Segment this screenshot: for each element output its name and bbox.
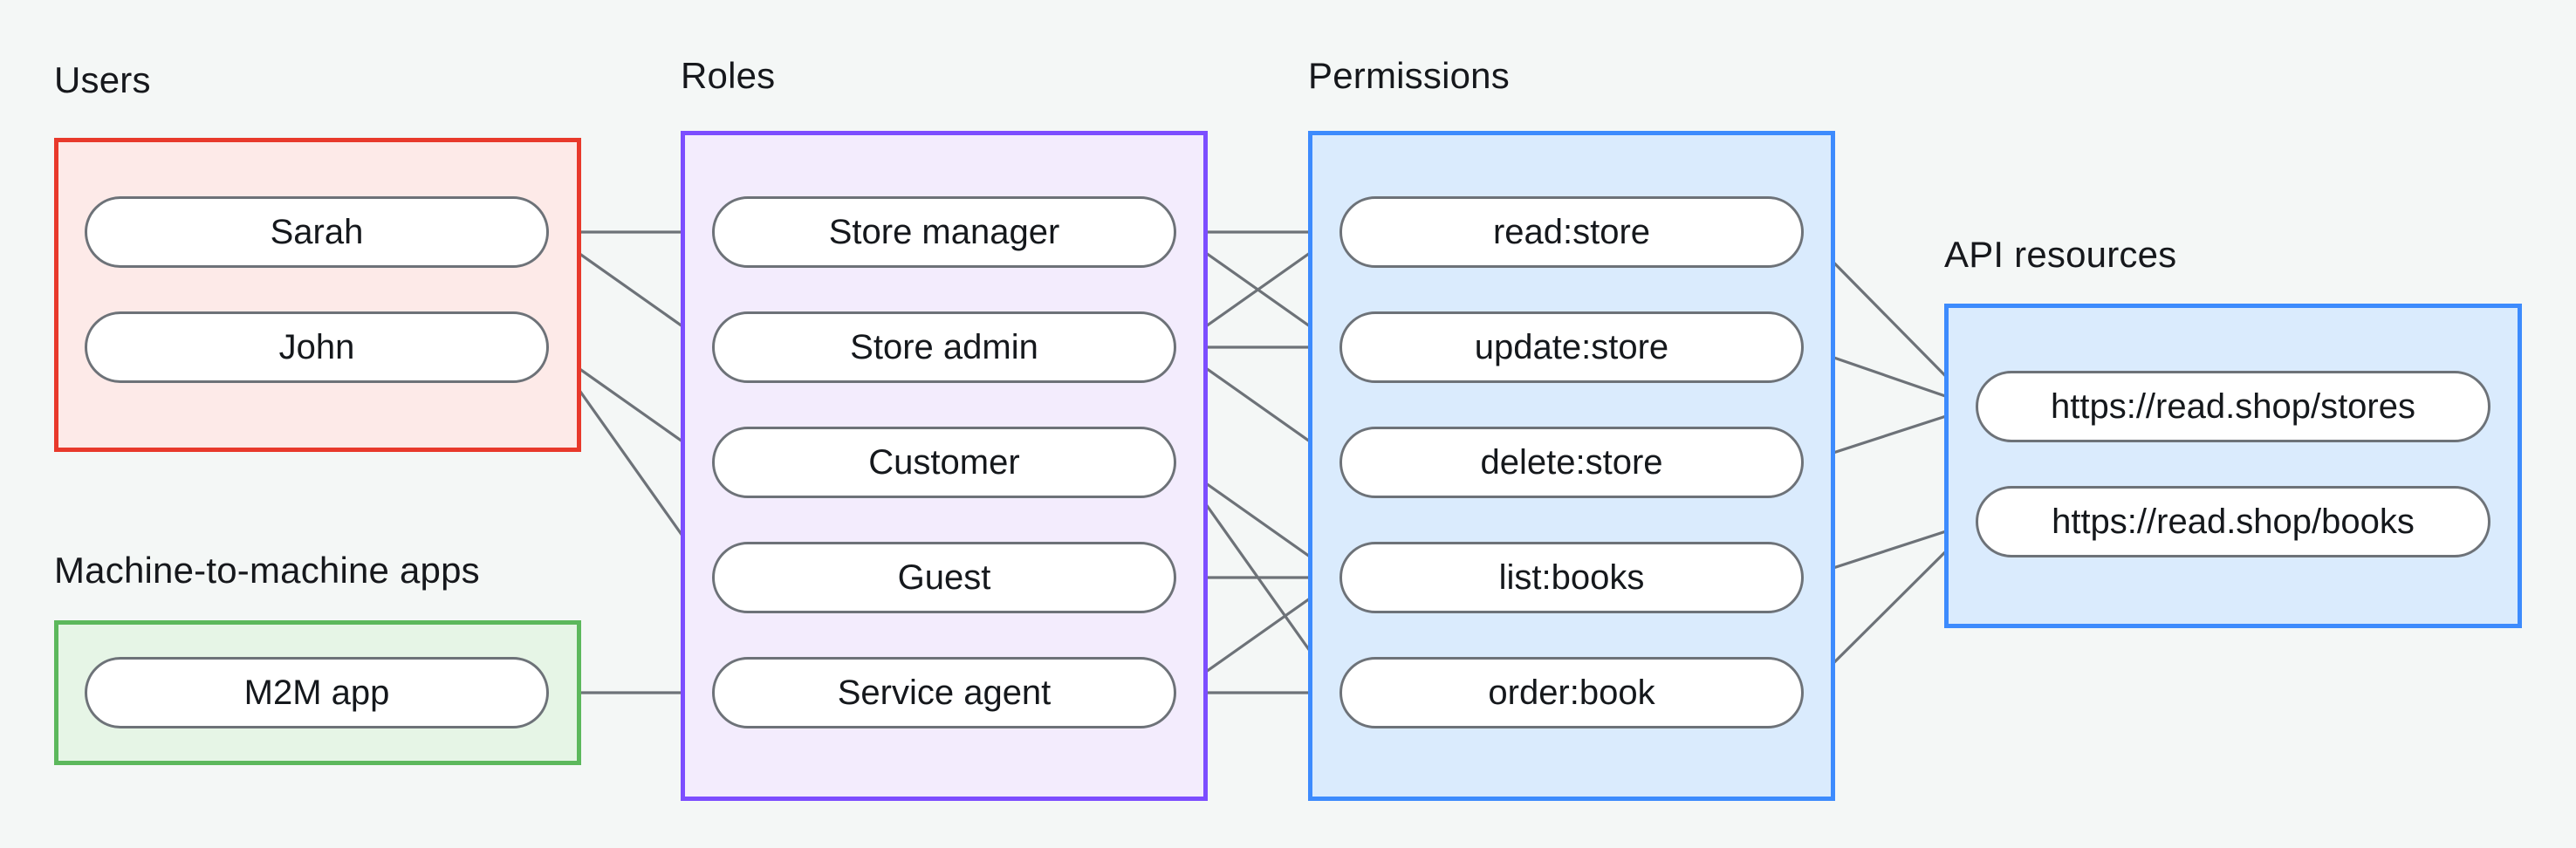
node-update-store[interactable]: update:store bbox=[1339, 311, 1804, 383]
node-res-books[interactable]: https://read.shop/books bbox=[1976, 486, 2490, 557]
node-guest[interactable]: Guest bbox=[712, 542, 1176, 613]
node-list-books[interactable]: list:books bbox=[1339, 542, 1804, 613]
group-label-roles: Roles bbox=[681, 55, 776, 96]
node-store-manager[interactable]: Store manager bbox=[712, 196, 1176, 268]
group-label-api-resources: API resources bbox=[1944, 234, 2177, 275]
node-order-book[interactable]: order:book bbox=[1339, 657, 1804, 728]
node-read-store[interactable]: read:store bbox=[1339, 196, 1804, 268]
node-res-stores[interactable]: https://read.shop/stores bbox=[1976, 371, 2490, 442]
group-box-users bbox=[54, 138, 581, 452]
node-m2mapp[interactable]: M2M app bbox=[85, 657, 549, 728]
node-john[interactable]: John bbox=[85, 311, 549, 383]
group-label-permissions: Permissions bbox=[1308, 55, 1510, 96]
node-service-agent[interactable]: Service agent bbox=[712, 657, 1176, 728]
node-delete-store[interactable]: delete:store bbox=[1339, 427, 1804, 498]
group-label-users: Users bbox=[54, 59, 151, 100]
group-label-m2m: Machine-to-machine apps bbox=[54, 550, 480, 591]
group-box-api-resources bbox=[1944, 304, 2522, 628]
node-store-admin[interactable]: Store admin bbox=[712, 311, 1176, 383]
node-customer[interactable]: Customer bbox=[712, 427, 1176, 498]
node-sarah[interactable]: Sarah bbox=[85, 196, 549, 268]
